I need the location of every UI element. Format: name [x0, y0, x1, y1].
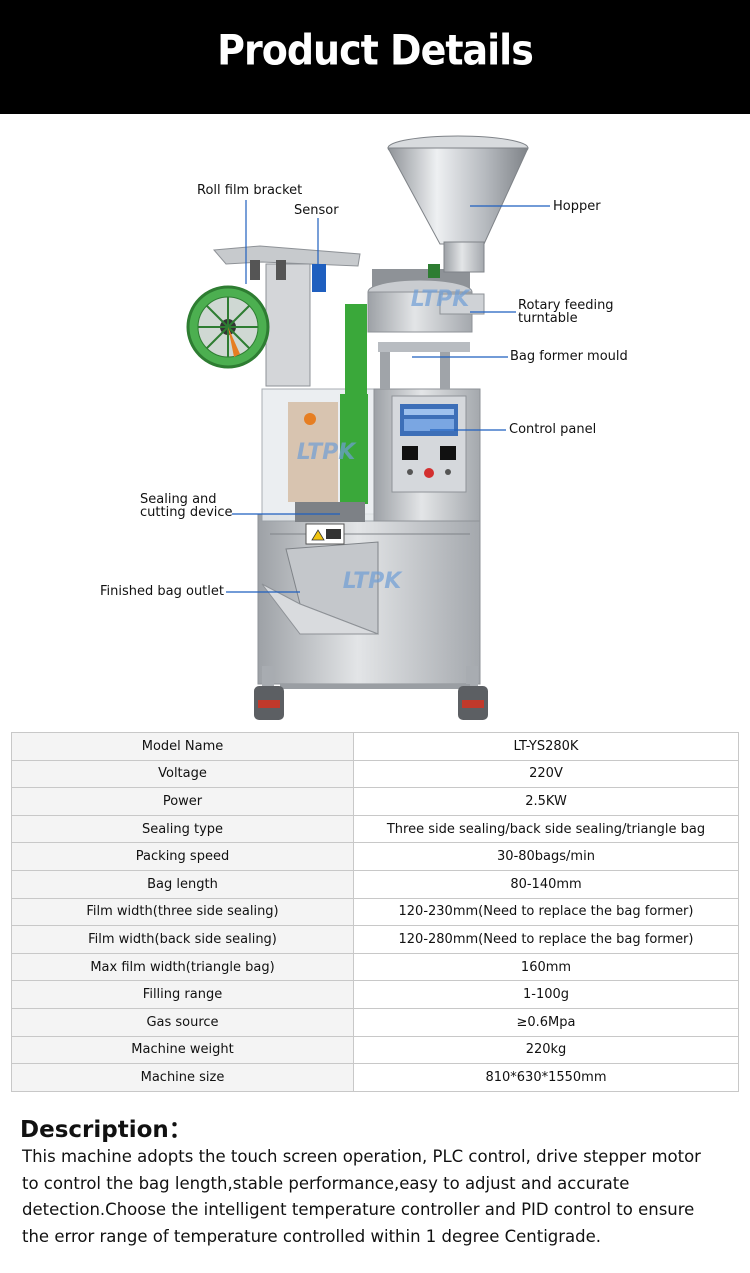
spec-name: Filling range [11, 980, 354, 1009]
spec-value: 160mm [353, 952, 739, 982]
description-line: to control the bag length,stable perform… [22, 1173, 630, 1193]
table-row: Film width(back side sealing)120-280mm(N… [11, 925, 739, 954]
spec-value: 80-140mm [353, 869, 739, 899]
label-rotary-feeding-1: Rotary feeding [518, 298, 614, 313]
watermark-text: LTPK [297, 440, 358, 465]
spec-name: Gas source [11, 1007, 354, 1037]
table-row: Film width(three side sealing)120-230mm(… [11, 897, 739, 927]
spec-value: 120-230mm(Need to replace the bag former… [353, 897, 739, 927]
control-panel [391, 395, 467, 493]
machine-figure: LTPK LTPK LTPK Roll film bracket Sensor … [0, 114, 750, 724]
table-row: Max film width(triangle bag)160mm [11, 952, 739, 982]
spec-name: Model Name [11, 732, 354, 761]
spec-value: 1-100g [353, 980, 739, 1009]
spec-value: Three side sealing/back side sealing/tri… [353, 814, 739, 844]
spec-name: Max film width(triangle bag) [11, 952, 354, 982]
watermark-text: LTPK [411, 287, 472, 312]
spec-value: 810*630*1550mm [353, 1063, 739, 1092]
spec-value: 120-280mm(Need to replace the bag former… [353, 925, 739, 954]
spec-name: Bag length [11, 869, 354, 899]
table-row: Gas source≥0.6Mpa [11, 1007, 739, 1037]
spec-value: 220V [353, 759, 739, 789]
description-line: the error range of temperature controlle… [22, 1226, 602, 1246]
rotary-turntable [367, 269, 485, 333]
bag-former [345, 304, 470, 394]
description-line: This machine adopts the touch screen ope… [22, 1147, 701, 1166]
spec-name: Packing speed [11, 842, 354, 871]
spec-name: Power [11, 787, 354, 816]
label-control-panel: Control panel [509, 422, 597, 437]
spec-value: 30-80bags/min [353, 842, 739, 871]
spec-name: Voltage [11, 759, 354, 789]
spec-name: Film width(back side sealing) [11, 925, 354, 954]
spec-name: Film width(three side sealing) [11, 897, 354, 927]
label-rotary-feeding-2: turntable [518, 311, 578, 326]
watermark-logos: LTPK LTPK LTPK [297, 287, 472, 594]
description-body: This machine adopts the touch screen ope… [22, 1144, 742, 1250]
spec-name: Sealing type [11, 814, 354, 844]
header-banner: Product Details [0, 0, 750, 114]
roll-film [186, 285, 270, 369]
spec-name: Machine size [11, 1063, 354, 1092]
watermark-text: LTPK [343, 569, 404, 594]
label-sensor: Sensor [294, 203, 339, 218]
label-hopper: Hopper [553, 199, 601, 214]
description-title: Description： [20, 1117, 192, 1143]
outlet-chute [261, 541, 379, 635]
spec-value: LT-YS280K [353, 732, 739, 761]
spec-value: 2.5KW [353, 787, 739, 816]
film-bracket [212, 245, 361, 387]
label-roll-film-bracket: Roll film bracket [197, 183, 303, 198]
hopper [387, 135, 529, 278]
label-sealing-2: cutting device [140, 505, 233, 520]
description-line: detection.Choose the intelligent tempera… [22, 1200, 695, 1219]
callout-leaders [226, 200, 550, 593]
spec-value: ≥0.6Mpa [353, 1007, 739, 1037]
label-bag-former-mould: Bag former mould [510, 349, 628, 364]
label-finished-bag-outlet: Finished bag outlet [100, 584, 224, 599]
spec-value: 220kg [353, 1035, 739, 1065]
page-title: Product Details [217, 25, 534, 75]
machine-illustration: LTPK LTPK LTPK [186, 135, 550, 720]
label-sealing-1: Sealing and [140, 492, 217, 507]
spec-name: Machine weight [11, 1035, 354, 1065]
